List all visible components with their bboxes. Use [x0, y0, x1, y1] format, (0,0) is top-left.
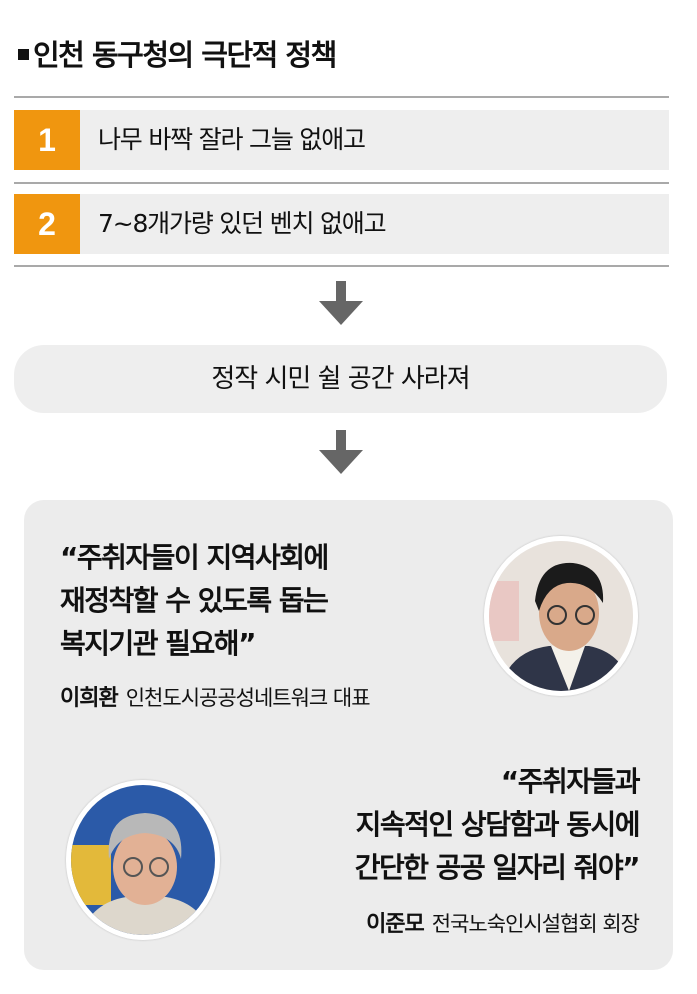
infographic-title: 인천 동구청의 극단적 정책 — [18, 32, 337, 74]
speaker-2-photo — [66, 780, 220, 940]
quote-line: 간단한 공공 일자리 줘야” — [354, 851, 641, 884]
quote-2: “주취자들과 지속적인 상담함과 동시에 간단한 공공 일자리 줘야” — [354, 760, 641, 889]
policy-text: 7~8개가량 있던 벤치 없애고 — [98, 209, 387, 238]
speaker-1-photo — [484, 536, 638, 696]
policy-number: 1 — [14, 110, 80, 170]
speaker-name: 이준모 — [366, 912, 425, 937]
title-text: 인천 동구청의 극단적 정책 — [33, 38, 337, 72]
square-bullet-icon — [18, 48, 29, 60]
arrow-down-icon — [319, 281, 363, 325]
result-pill: 정작 시민 쉴 공간 사라져 — [14, 345, 667, 413]
divider — [14, 182, 669, 184]
speaker-role: 전국노숙인시설협회 회장 — [431, 912, 640, 936]
quote-line: 복지기관 필요해” — [60, 627, 256, 660]
quote-1: “주취자들이 지역사회에 재정착할 수 있도록 돕는 복지기관 필요해” — [60, 536, 329, 665]
speaker-role: 인천도시공공성네트워크 대표 — [125, 686, 371, 710]
divider — [14, 265, 669, 267]
policy-number: 2 — [14, 194, 80, 254]
quote-line: 재정착할 수 있도록 돕는 — [60, 584, 329, 617]
quote-line: “주취자들과 — [500, 765, 641, 798]
quote-line: “주취자들이 지역사회에 — [60, 541, 329, 574]
policy-item: 1 나무 바짝 잘라 그늘 없애고 — [14, 110, 669, 170]
speaker-name: 이희환 — [60, 686, 119, 711]
arrow-down-icon — [319, 430, 363, 474]
policy-item: 2 7~8개가량 있던 벤치 없애고 — [14, 194, 669, 254]
divider — [14, 96, 669, 98]
quote-line: 지속적인 상담함과 동시에 — [355, 808, 641, 841]
policy-text: 나무 바짝 잘라 그늘 없애고 — [98, 125, 366, 154]
